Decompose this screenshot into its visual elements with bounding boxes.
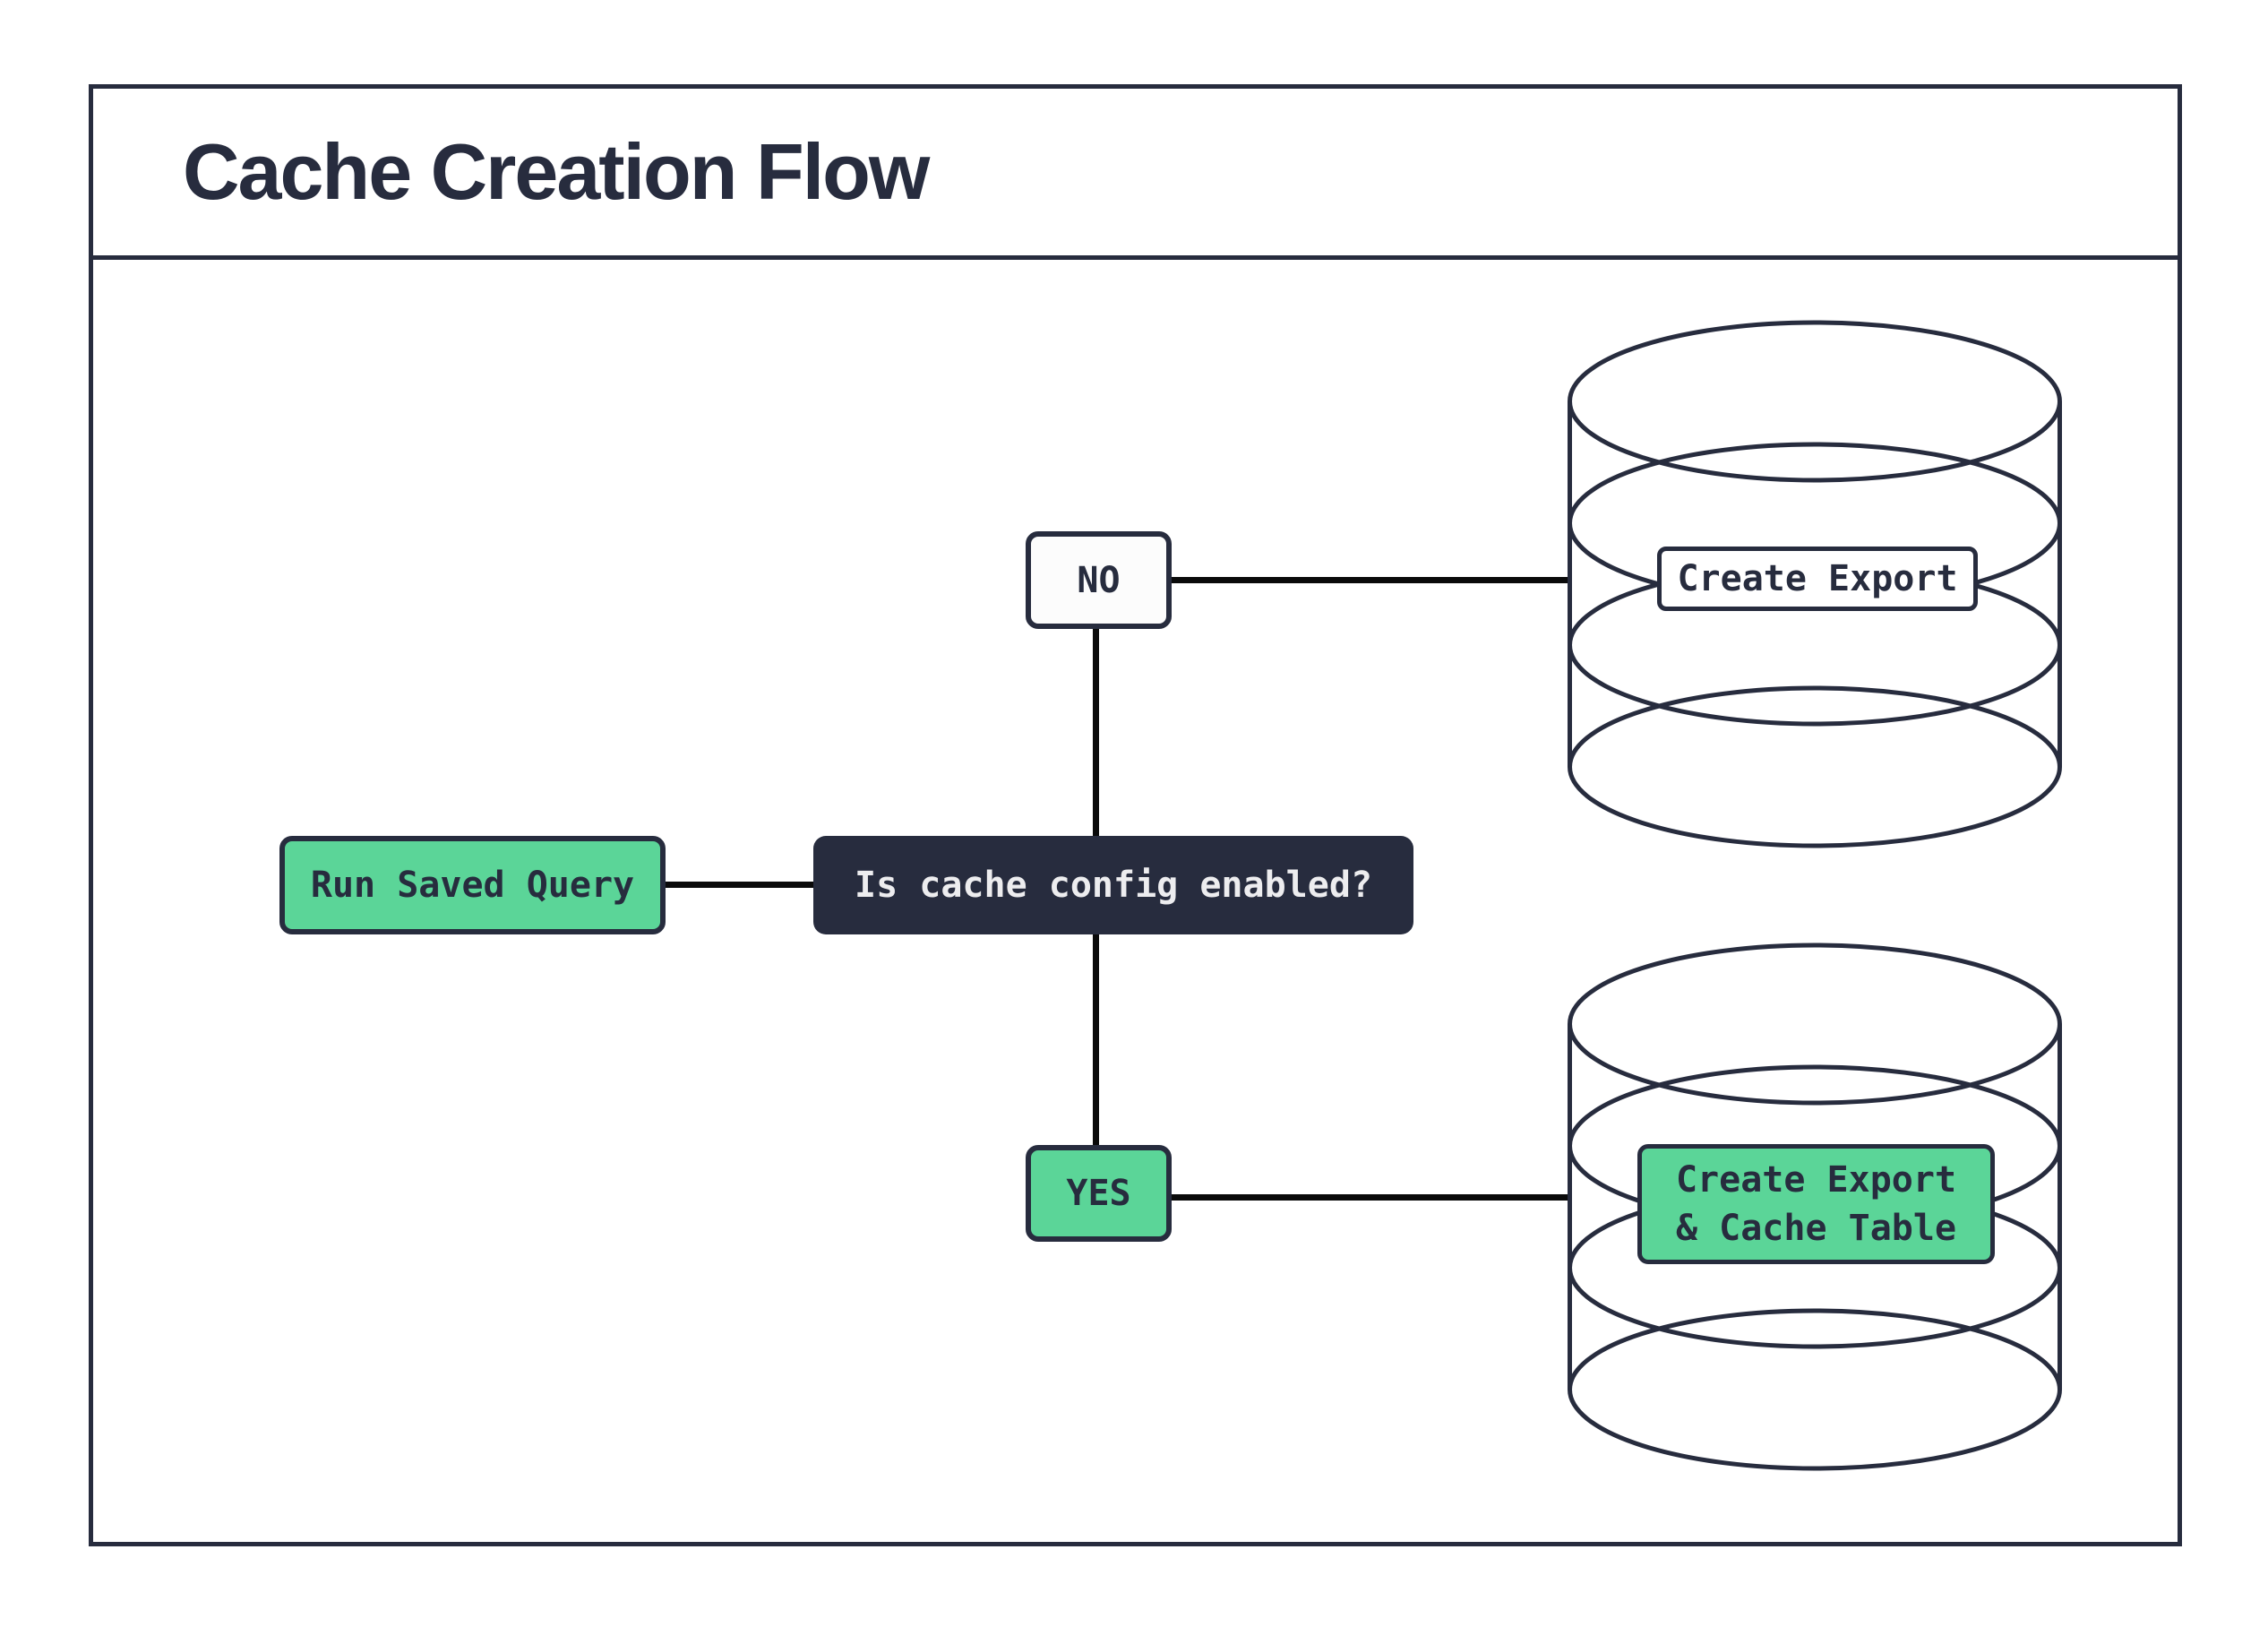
- edge-yes-to-database: [1172, 1194, 1569, 1201]
- node-create-export-cache-table: Create Export & Cache Table: [1637, 1144, 1995, 1264]
- node-cache-config-decision-label: Is cache config enabled?: [855, 865, 1372, 906]
- edge-no-to-database: [1172, 577, 1569, 583]
- title-bar: Cache Creation Flow: [93, 89, 2178, 260]
- node-branch-yes: YES: [1026, 1145, 1172, 1242]
- node-create-export-cache-table-line2: & Cache Table: [1675, 1208, 1957, 1249]
- node-create-export-label: Create Export: [1677, 558, 1958, 599]
- node-cache-config-decision: Is cache config enabled?: [813, 836, 1413, 934]
- node-run-saved-query-label: Run Saved Query: [310, 865, 635, 906]
- node-run-saved-query: Run Saved Query: [279, 836, 666, 934]
- page-title: Cache Creation Flow: [183, 127, 930, 216]
- node-create-export: Create Export: [1657, 547, 1978, 611]
- edge-start-to-decision: [666, 882, 813, 888]
- node-branch-no-label: NO: [1077, 559, 1121, 601]
- edge-no-to-decision: [1093, 629, 1099, 836]
- node-branch-no: NO: [1026, 531, 1172, 629]
- node-branch-yes-label: YES: [1066, 1173, 1131, 1214]
- edge-decision-to-yes: [1093, 934, 1099, 1145]
- node-create-export-cache-table-line1: Create Export: [1675, 1159, 1957, 1201]
